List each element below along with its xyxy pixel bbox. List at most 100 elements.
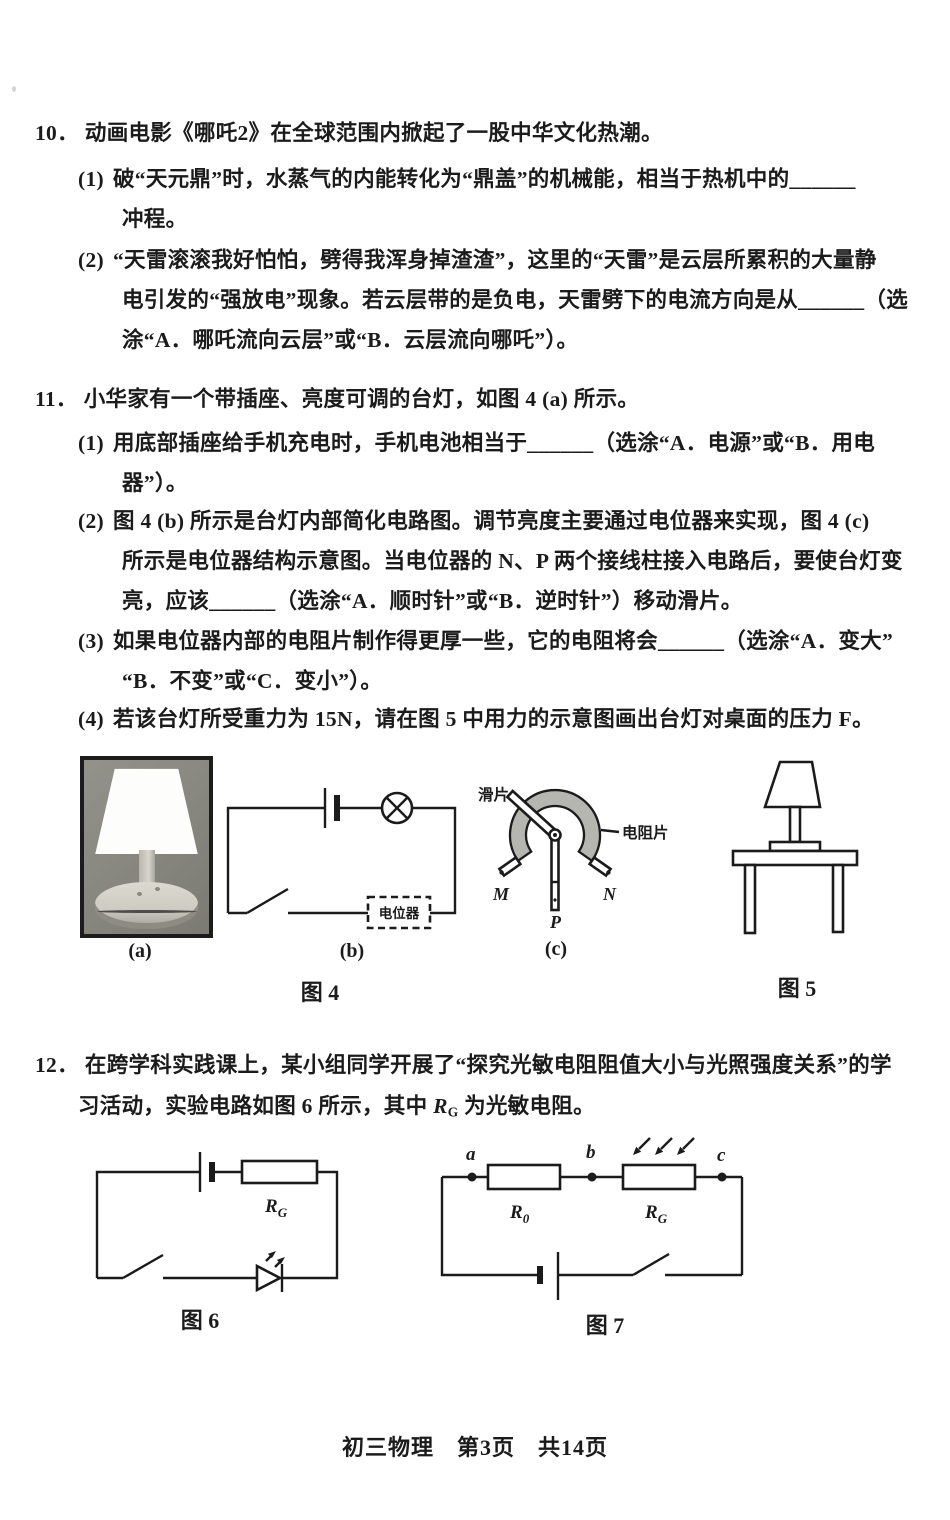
page-footer: 初三物理 第3页 共14页 [341, 1435, 608, 1460]
fig4c-potentiometer-svg: 滑片 电阻片 M N P [478, 785, 669, 932]
pivot [548, 828, 562, 842]
q11-stem: 小华家有一个带插座、亮度可调的台灯，如图 4 (a) 所示。 [83, 387, 640, 411]
terminal-n-lead [587, 855, 613, 878]
lamp-base-seam [96, 909, 197, 913]
q11-part4-text1: 若该台灯所受重力为 15N，请在图 5 中用力的示意图画出台灯对桌面的压力 F。 [112, 707, 874, 731]
circuit-wire [440, 1177, 540, 1277]
light-arrows-icon [633, 1137, 695, 1155]
fig6-caption: 图 6 [180, 1308, 220, 1333]
terminal-p-label: P [549, 912, 562, 932]
q11-part3-line2: “B．不变”或“C．变小”）。 [122, 668, 382, 695]
lamp-symbol [380, 791, 414, 825]
battery-symbol [537, 1252, 560, 1300]
strip-label: 电阻片 [622, 823, 669, 842]
potentiometer-box: 电位器 [366, 895, 432, 930]
q10-part1-text1: 破“天元鼎”时，水蒸气的内能转化为“鼎盖”的机械能，相当于热机中的______ [112, 167, 856, 191]
switch-symbol [228, 887, 289, 915]
fig4b-circuit-svg: 电位器 [226, 788, 457, 930]
q10-part2-line1: (2) “天雷滚滚我好怕怕，劈得我浑身掉渣渣”，这里的“天雷”是云层所累积的大量静 [78, 247, 877, 274]
q10-part1-number: (1) [78, 167, 104, 191]
q11-part2-text3: 亮，应该______（选涂“A．顺时针”或“B．逆时针”）移动滑片。 [122, 589, 743, 613]
q12-rg-symbol: R [433, 1094, 448, 1118]
fig7-rg-label: RG [644, 1202, 668, 1226]
fig5-caption: 图 5 [777, 976, 817, 1001]
fig6-rg-label: RG [264, 1196, 288, 1220]
q11-part2-line1: (2)图 4 (b) 所示是台灯内部简化电路图。调节亮度主要通过电位器来实现，图… [78, 508, 869, 535]
q11-part1-line2: 器”）。 [122, 470, 188, 497]
table-leg [831, 863, 845, 934]
fig7-caption: 图 7 [585, 1313, 625, 1338]
q11-stem-line: 11．小华家有一个带插座、亮度可调的台灯，如图 4 (a) 所示。 [35, 386, 639, 413]
q11-number: 11． [35, 387, 78, 411]
point-c-dot [717, 1172, 727, 1182]
q10-part2-text2: 电引发的“强放电”现象。若云层带的是负电，天雷劈下的电流方向是从______（选 [122, 288, 909, 312]
circuit-wire [412, 806, 457, 915]
q10-part1-line2: 冲程。 [122, 206, 187, 233]
slider-label: 滑片 [478, 785, 509, 804]
q11-part2-line2: 所示是电位器结构示意图。当电位器的 N、P 两个接线柱接入电路后，要使台灯变 [122, 548, 903, 575]
q10-part2-text3: 涂“A．哪吒流向云层”或“B．云层流向哪吒”）。 [122, 328, 579, 352]
q11-part1-number: (1) [78, 431, 104, 455]
q10-part1-line1: (1) 破“天元鼎”时，水蒸气的内能转化为“鼎盖”的机械能，相当于热机中的____… [78, 166, 856, 193]
q11-part2-text2: 所示是电位器结构示意图。当电位器的 N、P 两个接线柱接入电路后，要使台灯变 [122, 549, 903, 573]
q11-part2-line3: 亮，应该______（选涂“A．顺时针”或“B．逆时针”）移动滑片。 [122, 588, 743, 615]
terminal-m-lead [497, 855, 523, 878]
battery-symbol [323, 788, 340, 828]
fig6-circuit-svg: RG [95, 1152, 339, 1293]
q10-part2-text1: “天雷滚滚我好怕怕，劈得我浑身掉渣渣”，这里的“天雷”是云层所累积的大量静 [112, 248, 877, 272]
terminal-m-label: M [492, 884, 510, 904]
switch-symbol [97, 1253, 164, 1280]
q12-text2b: 为光敏电阻。 [458, 1094, 595, 1118]
q10-part1-text2: 冲程。 [122, 207, 188, 231]
circuit-wire [226, 806, 325, 913]
fig4b-sublabel: (b) [339, 940, 365, 962]
switch-symbol [632, 1252, 742, 1277]
point-b-dot [587, 1172, 597, 1182]
resistor-symbol [240, 1159, 319, 1185]
q10-part2-line2: 电引发的“强放电”现象。若云层带的是负电，天雷劈下的电流方向是从______（选 [122, 287, 908, 314]
q12-number: 12． [35, 1053, 79, 1077]
lamp-socket-dot [155, 887, 161, 892]
q10-part2-line3: 涂“A．哪吒流向云层”或“B．云层流向哪吒”）。 [122, 327, 578, 354]
q12-text1: 在跨学科实践课上，某小组同学开展了“探究光敏电阻阻值大小与光照强度关系”的学 [84, 1053, 892, 1077]
drawn-lamp-shade [763, 760, 822, 809]
led-symbol [255, 1251, 285, 1293]
circuit-wire [95, 1170, 200, 1278]
q11-part2-text1: 图 4 (b) 所示是台灯内部简化电路图。调节亮度主要通过电位器来实现，图 4 … [112, 509, 870, 533]
lamp-stem-image [139, 850, 156, 893]
point-c-label: c [717, 1145, 726, 1166]
q12-text2a: 习活动，实验电路如图 6 所示，其中 [78, 1094, 434, 1118]
strip-pointer-line [600, 828, 620, 834]
point-a-dot [467, 1172, 477, 1182]
drawn-lamp-stem [788, 805, 802, 844]
q10-part2-number: (2) [78, 248, 104, 272]
q10-stem-line: 10．动画电影《哪吒2》在全球范围内掀起了一股中华文化热潮。 [35, 120, 663, 147]
table-leg [743, 863, 757, 935]
q12-rg-subscript: G [447, 1104, 459, 1120]
fig4a-sublabel: (a) [128, 940, 152, 962]
terminal-p-stem [550, 833, 560, 912]
q11-part1-line1: (1) 用底部插座给手机充电时，手机电池相当于______（选涂“A．电源”或“B… [78, 430, 875, 457]
fig7-circuit-svg: a b c R0 RG [440, 1137, 744, 1300]
lamp-photo [80, 756, 213, 938]
potentiometer-box-label: 电位器 [379, 905, 420, 921]
fig4c-sublabel: (c) [544, 938, 568, 960]
q10-stem: 动画电影《哪吒2》在全球范围内掀起了一股中华文化热潮。 [84, 121, 663, 145]
drawn-lamp-base [768, 840, 822, 853]
fig4-caption: 图 4 [300, 980, 340, 1005]
q12-stem-line2: 习活动，实验电路如图 6 所示，其中 RG 为光敏电阻。 [78, 1093, 595, 1126]
fig7-r0-label: R0 [509, 1202, 530, 1226]
terminal-n-label: N [602, 884, 617, 904]
q11-part3-number: (3) [78, 629, 104, 653]
point-b-label: b [586, 1142, 596, 1163]
q12-stem-line1: 12．在跨学科实践课上，某小组同学开展了“探究光敏电阻阻值大小与光照强度关系”的… [35, 1052, 892, 1079]
photoresistor-rg-symbol [621, 1163, 697, 1191]
q11-part1-text1: 用底部插座给手机充电时，手机电池相当于______（选涂“A．电源”或“B．用电 [112, 431, 876, 455]
q11-part1-text2: 器”）。 [122, 471, 188, 495]
scan-speck [12, 86, 16, 92]
q11-part4-number: (4) [78, 707, 104, 731]
circuit-wire [283, 1170, 339, 1280]
battery-symbol [198, 1152, 215, 1192]
table-top [731, 849, 859, 867]
